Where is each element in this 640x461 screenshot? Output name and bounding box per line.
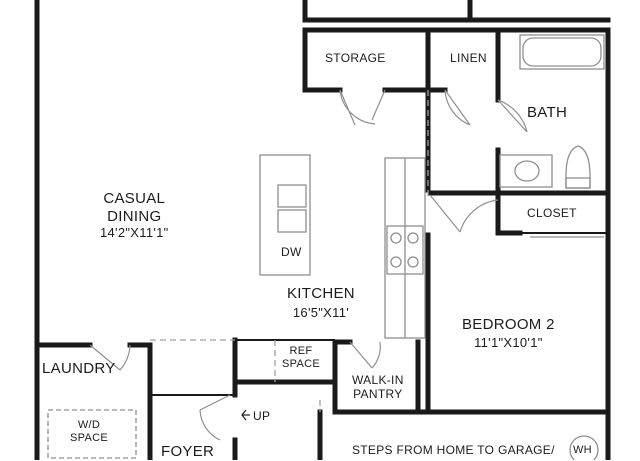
room-label-bath: BATH [527,104,568,121]
laundry-door [89,344,131,371]
label-ref-space: REF SPACE [282,345,320,371]
room-label-casual-dining: CASUAL DINING 14'2"X11'1" [100,190,169,241]
doors [89,89,528,441]
label-water-heater: WH [573,444,592,456]
bedroom2-name: BEDROOM 2 [462,316,555,333]
wd-space-line1: W/D [77,419,101,431]
walls [34,0,611,460]
room-label-closet: CLOSET [527,206,577,220]
foyer-door [199,394,231,441]
bath-fixtures [499,34,605,189]
room-label-kitchen: KITCHEN 16'5"X11' [287,285,355,320]
burner-2 [407,232,419,244]
kitchen-name: KITCHEN [287,285,355,302]
storage-door [339,89,376,126]
laundry-fixtures [47,409,137,459]
room-label-linen: LINEN [450,51,487,65]
burner-4 [407,256,419,268]
sink-bowl-2 [277,209,307,233]
burner-1 [390,232,402,244]
casual-dining-name-line1: CASUAL [103,190,166,207]
sink-bowl-1 [277,184,307,208]
toilet [565,145,591,189]
room-label-foyer: FOYER [161,443,215,460]
bed2-door [429,194,499,233]
thin-walls [150,232,608,396]
casual-dining-name-line2: DINING [107,207,162,225]
label-steps-note: STEPS FROM HOME TO GARAGE/ [352,443,555,457]
kitchen-dims: 16'5"X11' [292,304,350,320]
room-label-laundry: LAUNDRY [42,360,116,377]
label-dishwasher: DW [281,245,302,259]
vanity [499,154,553,188]
island [259,154,311,276]
label-wd-space: W/D SPACE [70,419,108,445]
ref-space-line1: REF [289,345,313,357]
linen-door [444,89,471,126]
label-up: UP [253,409,271,423]
wd-space [47,409,137,459]
room-label-walk-in-pantry: WALK-IN PANTRY [352,373,404,401]
room-label-bedroom-2: BEDROOM 2 11'1"X10'1" [462,316,555,350]
pantry-line2: PANTRY [353,387,403,402]
kitchen-fixtures [259,154,426,339]
tub [519,34,605,70]
bedroom2-dims: 11'1"X10'1" [474,334,543,350]
dashed-lines [150,90,429,412]
room-label-storage: STORAGE [325,51,386,65]
burner-3 [390,256,402,268]
pantry-line1: WALK-IN [352,373,404,387]
pantry-door [349,341,381,369]
casual-dining-dims: 14'2"X11'1" [100,225,169,241]
up-arrow-icon [241,409,250,421]
ref-space-line2: SPACE [282,357,320,370]
bath-sink [514,160,540,182]
bath-door [497,99,528,133]
water-heater-icon [569,435,599,460]
storage-door-b [371,89,386,121]
cooktop [386,225,424,275]
wd-space-line2: SPACE [70,431,108,444]
